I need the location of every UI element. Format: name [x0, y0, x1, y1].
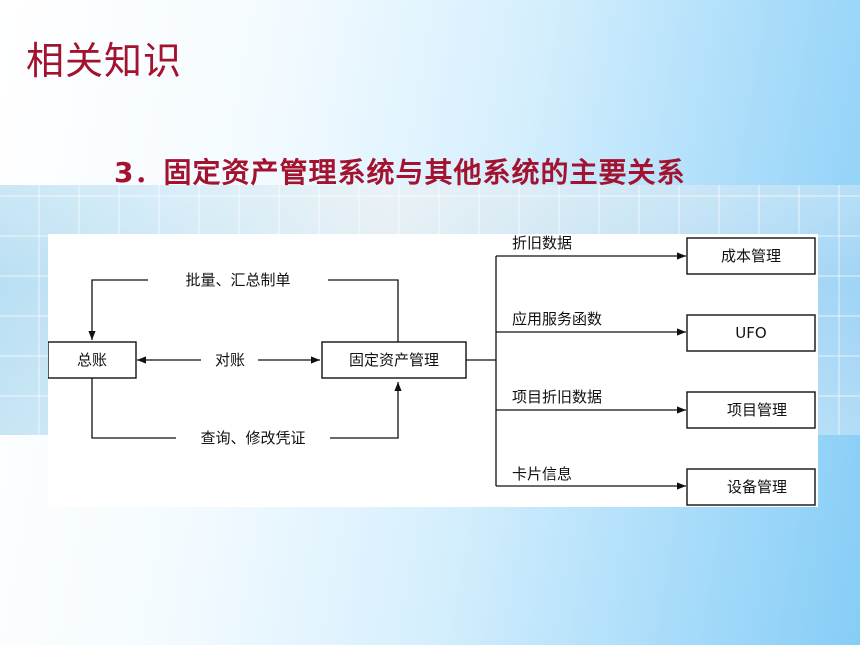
- node-cost-box: [686, 237, 816, 275]
- edge-label-service-function: 应用服务函数: [512, 310, 602, 328]
- node-fixed-asset: 固定资产管理: [349, 351, 439, 369]
- node-equipment-box: [686, 468, 816, 506]
- relationship-diagram: 总账 固定资产管理 成本管理 UFO 项目管理 设备管理 批量、汇总制单 对账 …: [48, 234, 816, 506]
- diagram-panel: 总账 固定资产管理 成本管理 UFO 项目管理 设备管理 批量、汇总制单 对账 …: [48, 234, 818, 507]
- node-project: 项目管理: [727, 401, 787, 419]
- edge-query-left: [91, 378, 176, 439]
- node-ufo: UFO: [735, 324, 766, 342]
- edge-query-right: [330, 382, 402, 439]
- slide-subtitle: 3．固定资产管理系统与其他系统的主要关系: [114, 156, 686, 189]
- node-general-ledger: 总账: [77, 351, 107, 369]
- node-general-ledger-box: [48, 341, 137, 379]
- node-fixed-asset-box: [321, 341, 467, 379]
- edge-label-reconcile: 对账: [215, 351, 245, 369]
- edge-label-card-info: 卡片信息: [512, 465, 572, 483]
- node-equipment: 设备管理: [727, 478, 787, 496]
- edge-label-project-depreciation: 项目折旧数据: [512, 388, 602, 406]
- node-ufo-box: [686, 314, 816, 352]
- edge-label-batch-voucher: 批量、汇总制单: [185, 271, 290, 289]
- node-cost: 成本管理: [721, 247, 781, 265]
- page-title: 相关知识: [26, 39, 183, 83]
- edge-label-depreciation: 折旧数据: [512, 234, 572, 252]
- edge-batch-voucher-left: [88, 279, 148, 340]
- edge-batch-voucher-right: [328, 279, 399, 344]
- edge-label-query-modify: 查询、修改凭证: [200, 429, 305, 447]
- node-project-box: [686, 391, 816, 429]
